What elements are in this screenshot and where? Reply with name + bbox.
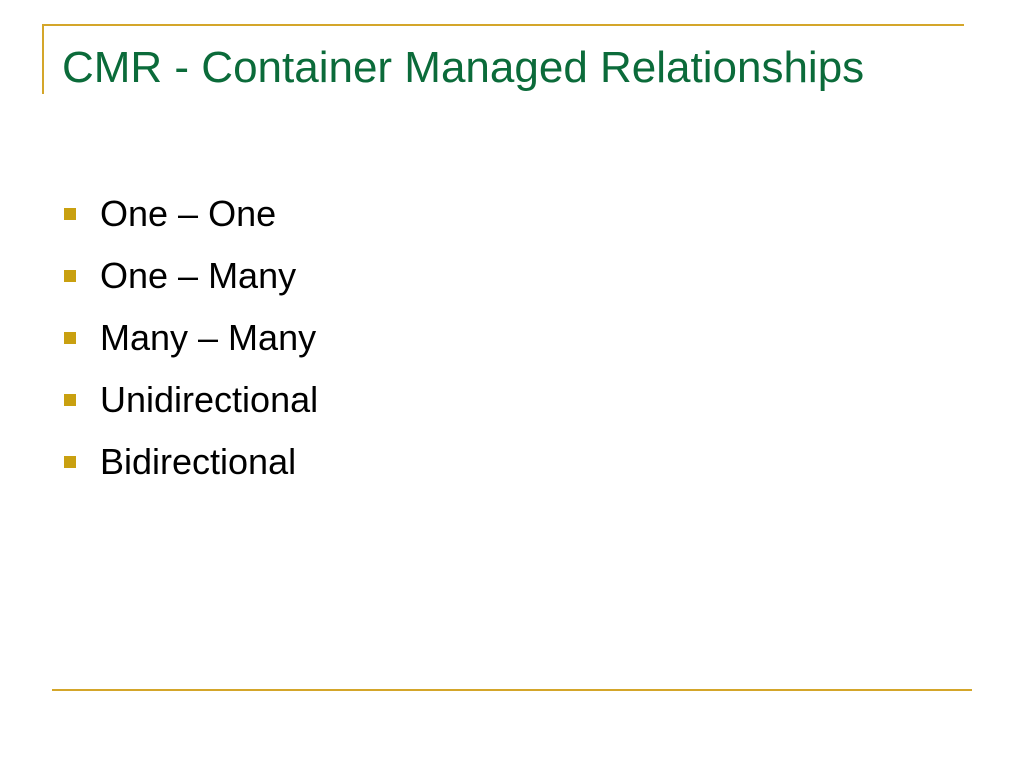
bullet-item: One – Many: [64, 245, 318, 307]
bullet-item: Many – Many: [64, 307, 318, 369]
footer-divider-line: [52, 689, 972, 691]
title-frame-top-line: [42, 24, 964, 26]
bullet-text: Unidirectional: [100, 379, 319, 420]
title-frame-left-line: [42, 24, 44, 94]
square-bullet-icon: [64, 394, 76, 406]
bullet-text: Bidirectional: [100, 441, 297, 482]
bullet-text: Many – Many: [100, 317, 317, 358]
bullet-item: Unidirectional: [64, 369, 318, 431]
square-bullet-icon: [64, 456, 76, 468]
square-bullet-icon: [64, 208, 76, 220]
square-bullet-icon: [64, 270, 76, 282]
bullet-item: Bidirectional: [64, 431, 318, 493]
square-bullet-icon: [64, 332, 76, 344]
bullet-text: One – Many: [100, 255, 297, 296]
bullet-item: One – One: [64, 183, 318, 245]
bullet-list: One – One One – Many Many – Many Unidire…: [64, 183, 318, 493]
bullet-text: One – One: [100, 193, 277, 234]
slide-title: CMR - Container Managed Relationships: [62, 43, 865, 92]
